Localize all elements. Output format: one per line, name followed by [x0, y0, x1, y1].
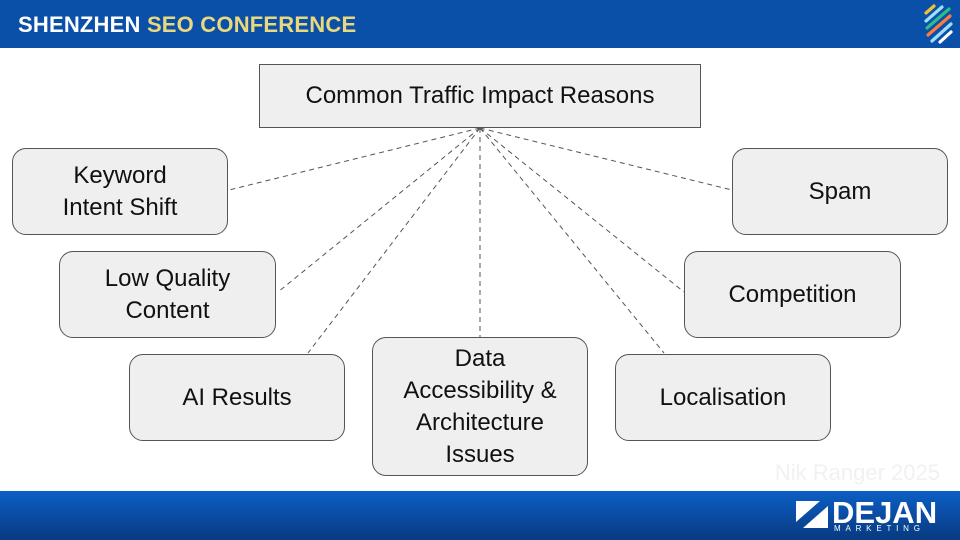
node-keyword-intent-shift: Keyword Intent Shift [12, 148, 228, 235]
brand-name: DEJAN [832, 495, 938, 530]
root-node: Common Traffic Impact Reasons [259, 64, 701, 128]
connector-keyword-intent-shift [228, 127, 481, 191]
title-part-event: SEO CONFERENCE [146, 12, 357, 37]
connector-competition [479, 127, 685, 293]
diagonal-stripes-logo-icon [924, 4, 953, 44]
connector-low-quality-content [277, 127, 481, 293]
node-data-accessibility: Data Accessibility & Architecture Issues [372, 337, 588, 476]
dejan-mark-icon [796, 501, 828, 528]
conference-title: SHENZHEN SEO CONFERENCE [18, 12, 356, 38]
node-localisation: Localisation [615, 354, 831, 441]
dejan-marketing-logo: DEJAN MARKETING [796, 495, 938, 536]
title-part-city: SHENZHEN [18, 12, 147, 37]
node-competition: Competition [684, 251, 901, 338]
connector-localisation [479, 127, 665, 354]
connector-ai-results [307, 127, 481, 354]
node-ai-results: AI Results [129, 354, 345, 441]
node-low-quality-content: Low Quality Content [59, 251, 276, 338]
node-spam: Spam [732, 148, 948, 235]
connector-spam [479, 127, 733, 191]
header-bar: SHENZHEN SEO CONFERENCE [0, 0, 960, 48]
brand-subtitle: MARKETING [834, 524, 925, 533]
author-watermark: Nik Ranger 2025 [774, 460, 940, 485]
